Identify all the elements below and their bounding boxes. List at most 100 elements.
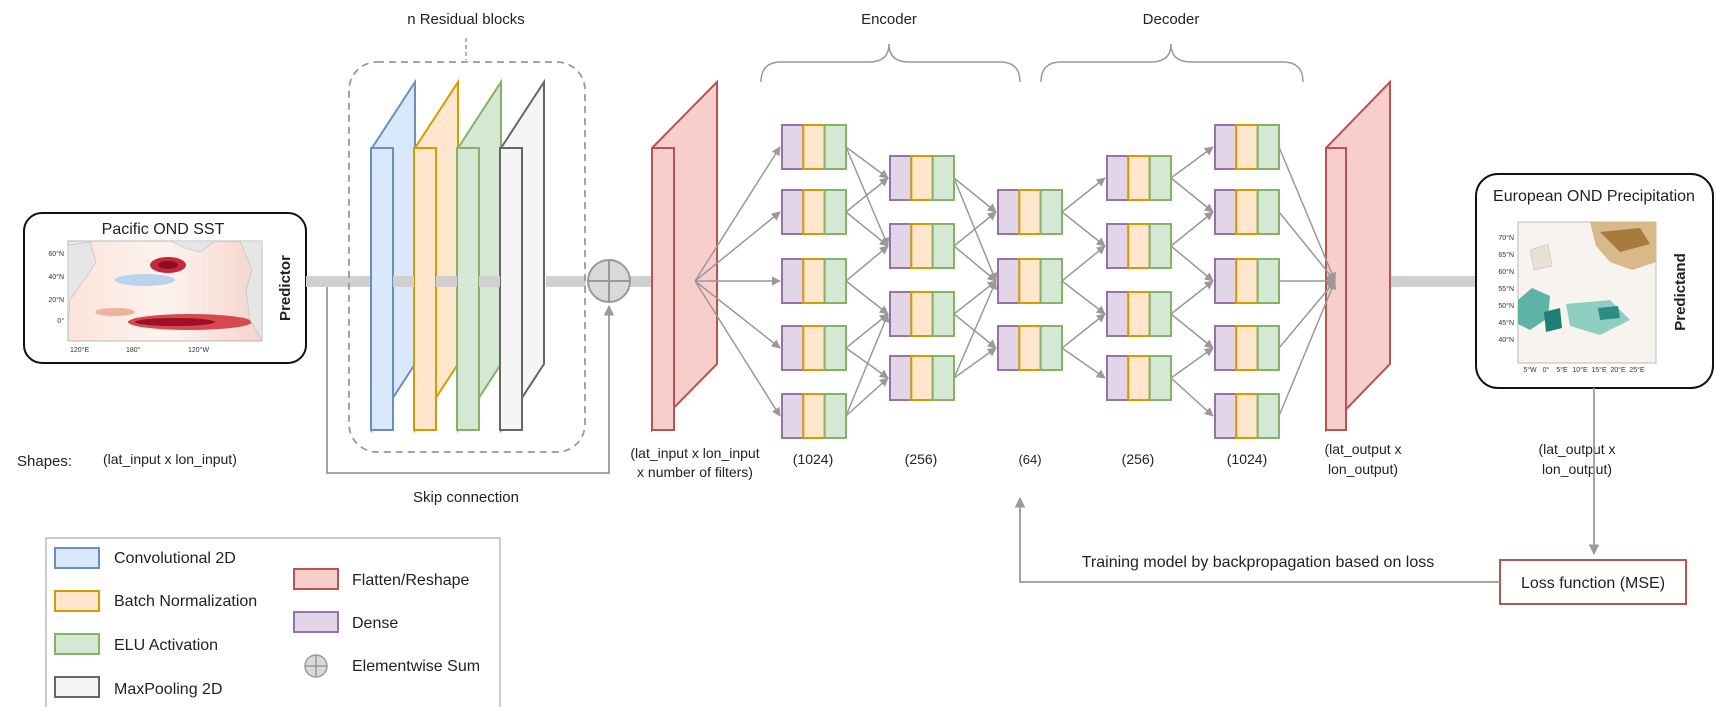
svg-text:5°E: 5°E bbox=[1556, 366, 1568, 374]
legend-bn: Batch Normalization bbox=[114, 593, 257, 610]
dense-segment bbox=[781, 258, 805, 304]
legend-swatch-elu bbox=[54, 633, 100, 655]
elu-segment bbox=[931, 355, 956, 401]
dense-unit bbox=[997, 258, 1063, 304]
dense-segment bbox=[1214, 393, 1238, 439]
legend-dense: Dense bbox=[352, 615, 398, 632]
svg-text:120°W: 120°W bbox=[188, 346, 209, 354]
elu-segment bbox=[931, 291, 956, 337]
shape-flatten-1: (lat_input x lon_input bbox=[630, 445, 759, 461]
dense-segment bbox=[1106, 355, 1130, 401]
dense-segment bbox=[1214, 258, 1238, 304]
elu-segment bbox=[1039, 189, 1063, 235]
encoder-brace bbox=[760, 43, 1021, 83]
legend-sum-icon bbox=[304, 654, 328, 678]
dense-unit bbox=[781, 258, 848, 304]
svg-text:120°E: 120°E bbox=[70, 346, 89, 354]
shape-dense-5: (1024) bbox=[1227, 451, 1267, 467]
bn-segment bbox=[802, 393, 826, 439]
bn-segment bbox=[1235, 393, 1259, 439]
svg-text:40°N: 40°N bbox=[48, 273, 64, 281]
shape-output-2: lon_output) bbox=[1328, 461, 1398, 477]
elu-segment bbox=[1256, 325, 1280, 371]
dense-unit bbox=[997, 325, 1063, 371]
predictand-panel: European OND Precipitation Predictand 70… bbox=[1475, 173, 1714, 389]
legend-elu: ELU Activation bbox=[114, 637, 218, 654]
bn-segment bbox=[1018, 325, 1042, 371]
residual-blocks-label: n Residual blocks bbox=[407, 11, 525, 28]
elu-segment bbox=[823, 124, 848, 170]
encoder-label: Encoder bbox=[861, 11, 917, 28]
shape-target-1: (lat_output x bbox=[1538, 441, 1615, 457]
svg-text:40°N: 40°N bbox=[1498, 336, 1514, 344]
bn-segment bbox=[910, 291, 934, 337]
flow-band-output bbox=[1368, 276, 1476, 287]
dense-segment bbox=[781, 189, 805, 235]
bn-segment bbox=[1018, 258, 1042, 304]
loss-function-label: Loss function (MSE) bbox=[1521, 575, 1665, 592]
dense-segment bbox=[1106, 155, 1130, 201]
dense-segment bbox=[889, 355, 913, 401]
legend-swatch-bn bbox=[54, 590, 100, 612]
skip-connection-label: Skip connection bbox=[413, 489, 519, 506]
svg-text:5°W: 5°W bbox=[1523, 366, 1537, 374]
dense-unit bbox=[889, 155, 956, 201]
svg-text:55°N: 55°N bbox=[1498, 285, 1514, 293]
legend-swatch-conv bbox=[54, 547, 100, 569]
bn-segment bbox=[910, 223, 934, 269]
dense-unit bbox=[997, 189, 1063, 235]
legend-sum: Elementwise Sum bbox=[352, 658, 480, 675]
shape-dense-3: (64) bbox=[1018, 452, 1041, 467]
elu-segment bbox=[1148, 355, 1172, 401]
sst-map: 60°N 40°N 20°N 0° 120°E 180° 120°W bbox=[48, 240, 263, 354]
bn-front bbox=[413, 147, 437, 431]
dense-unit bbox=[1214, 393, 1280, 439]
legend: Convolutional 2D Batch Normalization ELU… bbox=[45, 537, 501, 707]
shape-target-2: lon_output) bbox=[1542, 461, 1612, 477]
dense-units bbox=[781, 124, 1280, 439]
bn-segment bbox=[802, 189, 826, 235]
dense-connections bbox=[694, 146, 1337, 417]
skip-connection-line bbox=[326, 287, 615, 474]
bn-segment bbox=[1127, 223, 1151, 269]
svg-text:20°E: 20°E bbox=[1610, 366, 1626, 374]
svg-text:20°N: 20°N bbox=[48, 296, 64, 304]
dense-unit bbox=[889, 223, 956, 269]
legend-swatch-dense bbox=[293, 611, 339, 633]
bn-segment bbox=[1127, 291, 1151, 337]
dense-segment bbox=[781, 325, 805, 371]
bn-segment bbox=[1235, 189, 1259, 235]
elu-segment bbox=[1148, 223, 1172, 269]
svg-text:15°E: 15°E bbox=[1591, 366, 1607, 374]
precip-map: 70°N 65°N 60°N 55°N 50°N 45°N 40°N 5°W 0… bbox=[1498, 221, 1657, 374]
svg-text:65°N: 65°N bbox=[1498, 251, 1514, 259]
dense-segment bbox=[781, 393, 805, 439]
legend-conv: Convolutional 2D bbox=[114, 550, 236, 567]
svg-text:10°E: 10°E bbox=[1572, 366, 1588, 374]
reshape-layer bbox=[1325, 79, 1391, 433]
elu-front bbox=[456, 147, 480, 431]
elu-segment bbox=[1039, 258, 1063, 304]
predictor-side-label: Predictor bbox=[277, 255, 294, 321]
elu-segment bbox=[1256, 189, 1280, 235]
dense-unit bbox=[1214, 325, 1280, 371]
dense-unit bbox=[889, 355, 956, 401]
shape-dense-1: (1024) bbox=[793, 451, 833, 467]
dense-segment bbox=[1106, 291, 1130, 337]
dense-unit bbox=[781, 124, 848, 170]
dense-unit bbox=[1214, 124, 1280, 170]
elu-segment bbox=[1256, 258, 1280, 304]
bn-segment bbox=[1235, 258, 1259, 304]
elu-segment bbox=[823, 393, 848, 439]
flow-band-pre-sum bbox=[546, 276, 586, 287]
bn-segment bbox=[1127, 355, 1151, 401]
shape-output-1: (lat_output x bbox=[1324, 441, 1401, 457]
svg-text:60°N: 60°N bbox=[1498, 268, 1514, 276]
svg-text:50°N: 50°N bbox=[1498, 302, 1514, 310]
dense-segment bbox=[1106, 223, 1130, 269]
flow-band-post-sum bbox=[630, 276, 656, 287]
conv-front bbox=[370, 147, 394, 431]
elu-segment bbox=[1256, 393, 1280, 439]
svg-text:25°E: 25°E bbox=[1629, 366, 1645, 374]
